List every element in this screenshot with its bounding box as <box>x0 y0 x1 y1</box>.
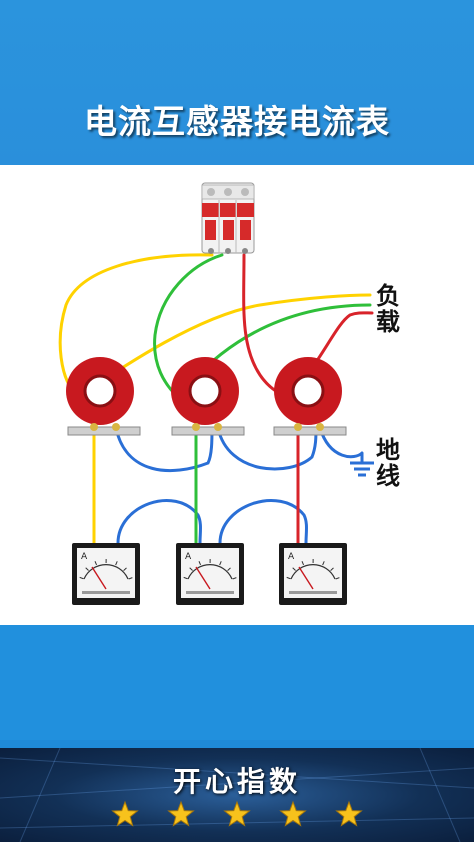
wire-green-breaker <box>153 253 224 399</box>
current-transformer-3 <box>273 357 347 436</box>
ammeter-unit-letter: A <box>81 552 88 562</box>
current-transformer-2 <box>171 357 245 436</box>
bottom-band <box>0 625 474 740</box>
header-band <box>0 0 474 165</box>
star-icon <box>223 800 251 827</box>
wire-yellow-breaker <box>58 253 214 399</box>
rating-footer: 开心指数 <box>0 748 474 842</box>
ground-icon <box>350 453 374 477</box>
wiring-diagram: A A A 负载 地线 <box>0 165 474 625</box>
ammeter-3: A <box>279 543 347 605</box>
wire-blue-meter1-meter2 <box>116 498 202 545</box>
ammeter-1: A <box>72 543 140 605</box>
star-icon <box>167 800 195 827</box>
rating-stars <box>111 800 363 827</box>
ammeter-unit-letter: A <box>185 552 192 562</box>
circuit-breaker <box>201 182 255 254</box>
page-title: 电流互感器接电流表 <box>84 102 390 141</box>
star-icon <box>279 800 307 827</box>
load-label: 负载 <box>376 282 400 336</box>
wire-blue-meter2-meter3 <box>218 498 308 545</box>
star-icon <box>335 800 363 827</box>
wire-blue-ct2-ct3 <box>216 426 318 471</box>
wire-blue-ct1-ct2 <box>114 426 214 473</box>
ammeter-2: A <box>176 543 244 605</box>
ammeter-unit-letter: A <box>288 552 295 562</box>
wire-blue-ground <box>318 426 364 459</box>
current-transformer-1 <box>66 357 141 436</box>
happiness-index-title: 开心指数 <box>172 765 301 798</box>
footer-decoration <box>0 748 474 842</box>
star-icon <box>111 800 139 827</box>
ground-label: 地线 <box>376 436 400 490</box>
